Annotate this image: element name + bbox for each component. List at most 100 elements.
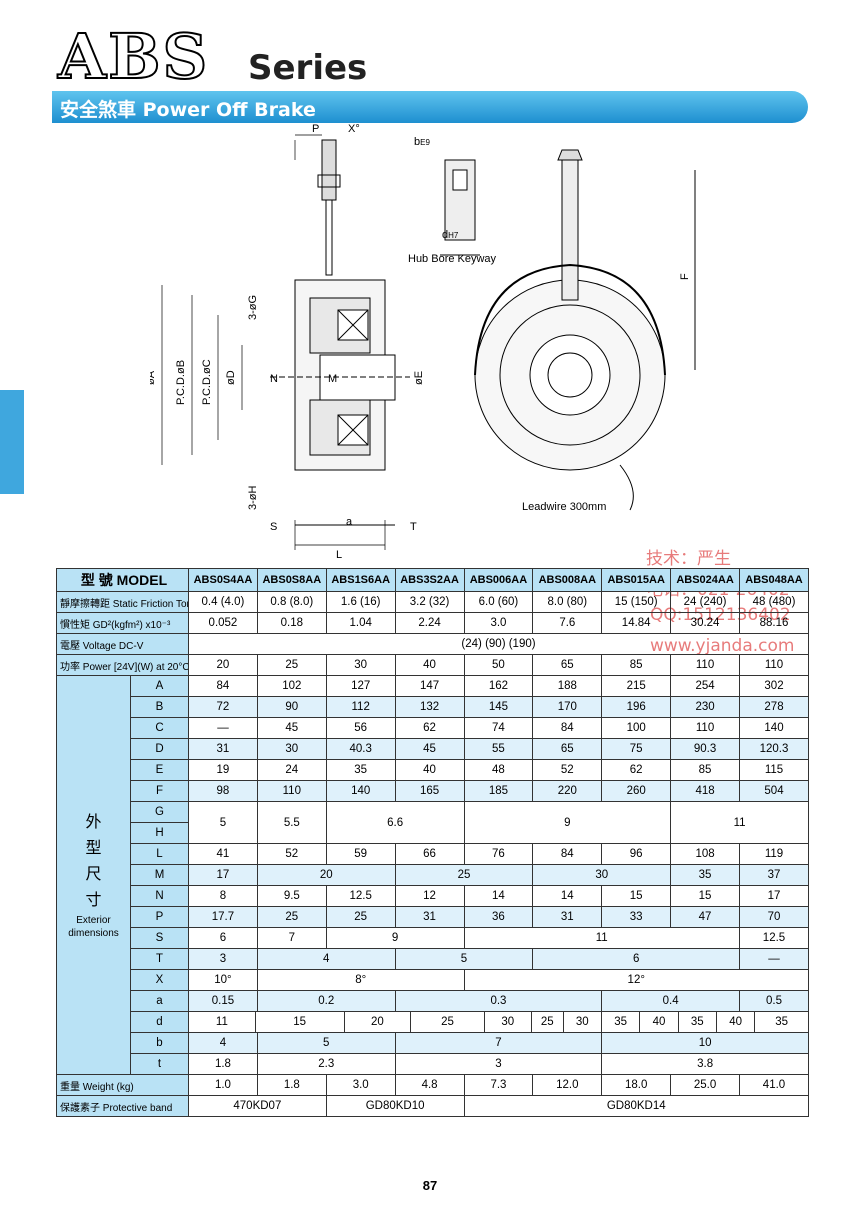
table-cell: 302 [739,675,809,697]
table-cell: 30 [562,1012,602,1032]
table-cell: 6.6 [325,801,465,844]
table-cell: 24 [256,759,327,781]
table-cell: 188 [532,675,603,697]
table-cell: 30 [325,654,396,676]
table-cell: 35 [670,864,740,886]
table-cell: 85 [601,654,672,676]
table-cell: 41 [188,843,258,865]
front-view [474,149,696,511]
table-cell: 100 [601,717,672,739]
table-cell: 9.5 [256,885,327,907]
table-cell: 48 [463,759,534,781]
table-cell: 110 [739,654,809,676]
table-cell: 20 [343,1012,411,1032]
dim-letter: H [130,822,189,844]
table-cell: 31 [532,906,603,928]
dim-E: øE [413,371,425,385]
table-cell: 15 [254,1012,345,1032]
table-cell: 260 [601,780,672,802]
dim-letter: L [130,843,189,865]
dim-S: S [270,521,277,533]
table-cell: 66 [394,843,465,865]
table-cell: 162 [463,675,534,697]
section-band: 安全煞車 Power Off Brake [52,91,808,123]
table-cell: 40 [394,759,465,781]
dim-letter: t [130,1053,189,1075]
table-cell: 7.3 [463,1074,534,1096]
table-cell: 84 [532,843,603,865]
table-cell: 17 [188,864,258,886]
table-cell: 88.16 [739,612,809,634]
table-cell: 215 [601,675,672,697]
table-cell: 30 [256,738,327,760]
table-cell: 17 [739,885,809,907]
table-cell: 3.2 (32) [394,591,465,613]
header-model: ABS048AA [739,568,809,592]
dim-letter: d [130,1011,189,1033]
table-cell: 110 [670,654,740,676]
table-cell: 15 [601,885,672,907]
table-cell: 196 [601,696,672,718]
table-cell: 40 [394,654,465,676]
table-cell: 40.3 [325,738,396,760]
dim-letter: G [130,801,189,823]
table-cell: 62 [601,759,672,781]
table-cell: 47 [670,906,740,928]
leadwire-label: Leadwire 300mm [522,501,606,513]
table-cell: 4.8 [394,1074,465,1096]
table-cell: 12.5 [739,927,809,949]
table-cell: 25 [256,654,327,676]
table-cell: 5.5 [256,801,327,844]
table-cell: 52 [256,843,327,865]
header-model: ABS008AA [532,568,603,592]
table-cell: 0.5 [739,990,809,1012]
table-cell: 20 [256,864,396,886]
dim-L: L [336,549,342,560]
side-tab [0,390,24,494]
table-cell: 35 [325,759,396,781]
table-cell: 3.0 [325,1074,396,1096]
table-cell: 0.4 (4.0) [188,591,258,613]
table-cell: 11 [215,1016,228,1028]
dim-M: M [328,373,337,385]
table-cell: 30.24 [670,612,740,634]
table-cell: 470KD07 [188,1095,327,1117]
dim-X: X° [348,123,360,135]
table-cell: 0.15 [188,990,258,1012]
table-cell: 8.0 (80) [532,591,603,613]
dim-d: dH7 [442,229,459,241]
table-cell: 24 (240) [670,591,740,613]
table-cell: 0.18 [256,612,327,634]
dim-letter: F [130,780,189,802]
table-cell: 41.0 [739,1074,809,1096]
side-section-view [270,139,410,526]
table-cell: 8° [256,969,465,991]
exterior-char: 外 [85,814,102,831]
table-cell: 55 [463,738,534,760]
dim-letter: X [130,969,189,991]
dim-letter: M [130,864,189,886]
table-cell: 65 [532,738,603,760]
table-cell: 4 [188,1032,258,1054]
table-cell: 0.052 [188,612,258,634]
dim-N: N [270,373,278,385]
table-cell: 56 [325,717,396,739]
table-cell: 1.8 [256,1074,327,1096]
table-cell: 7 [256,927,327,949]
table-cell: 5 [394,948,534,970]
dim-H: 3-øH [247,486,259,511]
table-cell: 2.3 [256,1053,396,1075]
dim-letter: a [130,990,189,1012]
